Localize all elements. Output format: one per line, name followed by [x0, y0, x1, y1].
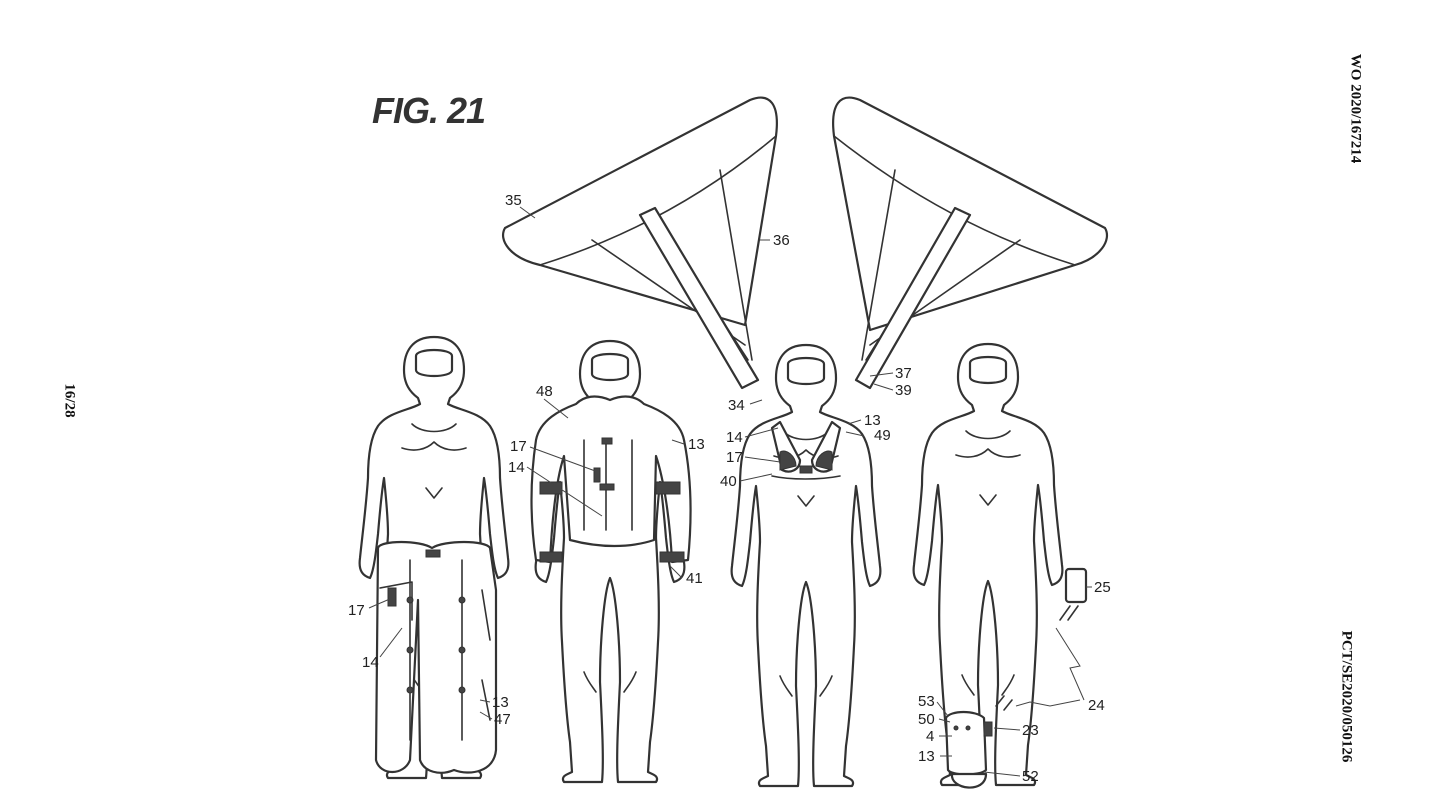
ref-48: 48	[536, 383, 553, 400]
ref-36: 36	[773, 232, 790, 249]
ref-52: 52	[1022, 768, 1039, 785]
ref-37: 37	[895, 365, 912, 382]
leader-lines	[368, 206, 1092, 777]
ref-14-c: 14	[362, 654, 379, 671]
ref-17-a: 17	[726, 449, 743, 466]
ref-53: 53	[918, 693, 935, 710]
ref-14-a: 14	[726, 429, 743, 446]
figure-leg-airbags	[358, 335, 510, 780]
ref-14-b: 14	[508, 459, 525, 476]
ref-40: 40	[720, 473, 737, 490]
right-canopy	[832, 96, 1108, 390]
ref-17-c: 17	[348, 602, 365, 619]
ref-25: 25	[1094, 579, 1111, 596]
ref-13-a: 13	[864, 412, 881, 429]
ref-23: 23	[1022, 722, 1039, 739]
left-canopy	[502, 96, 778, 390]
ref-13-c: 13	[492, 694, 509, 711]
ref-4: 4	[926, 728, 935, 745]
ref-39: 39	[895, 382, 912, 399]
figure-leg-airbag-phone	[912, 342, 1088, 789]
figure-title: FIG. 21	[372, 90, 486, 131]
ref-13-d: 13	[918, 748, 935, 765]
figure-parachute-harness	[730, 343, 882, 788]
ref-50: 50	[918, 711, 935, 728]
ref-24: 24	[1088, 697, 1105, 714]
ref-34: 34	[728, 397, 745, 414]
ref-17-b: 17	[510, 438, 527, 455]
ref-49: 49	[874, 427, 891, 444]
figure-torso-airbags	[530, 339, 692, 784]
ref-35: 35	[505, 192, 522, 209]
ref-47: 47	[494, 711, 511, 728]
ref-41: 41	[686, 570, 703, 587]
ref-13-b: 13	[688, 436, 705, 453]
